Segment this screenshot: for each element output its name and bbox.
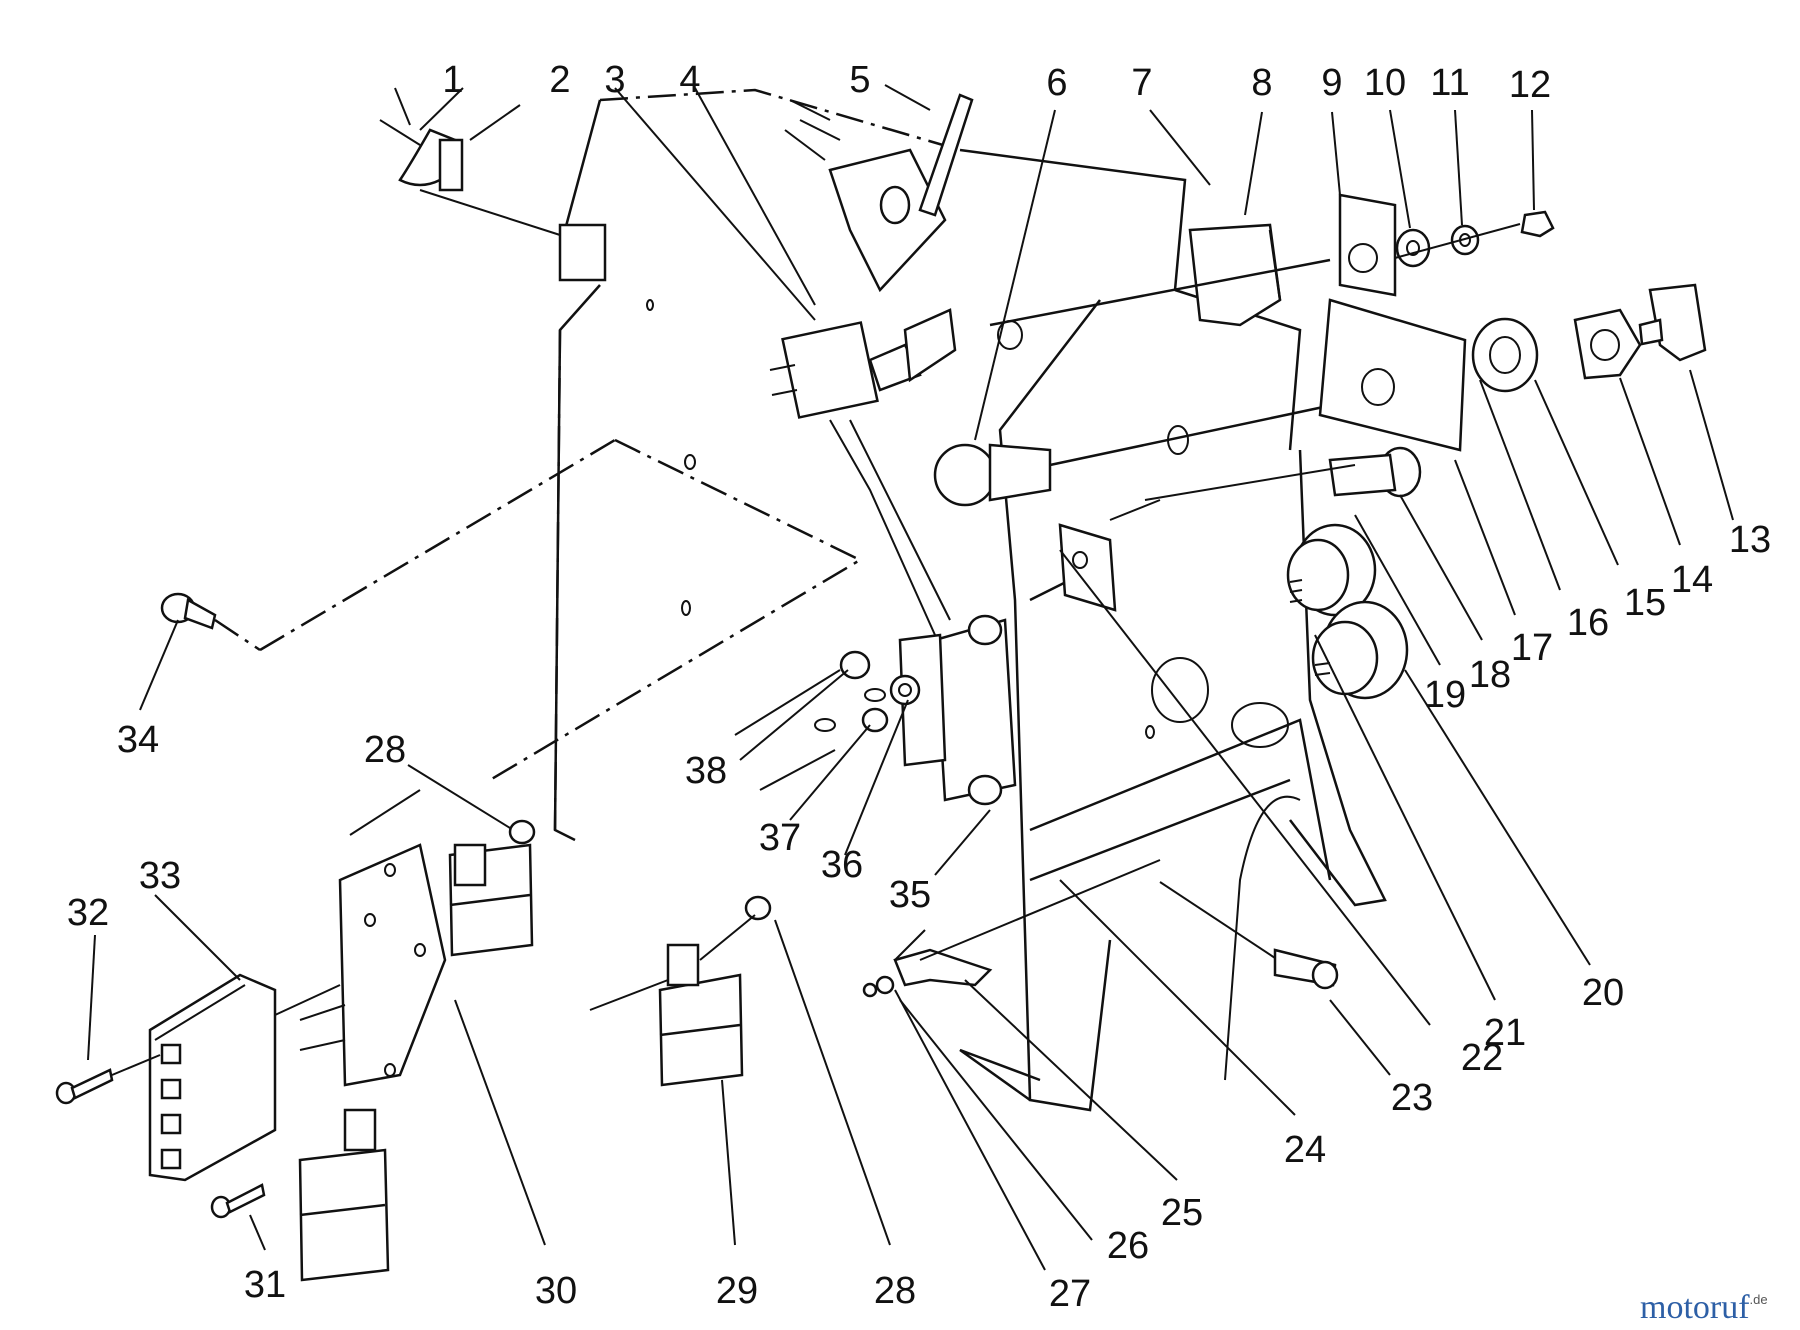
callout-10: 10: [1364, 62, 1406, 104]
callout-38: 38: [685, 750, 727, 792]
bracket-22-part: [1058, 464, 1356, 612]
callout-8: 8: [1251, 62, 1272, 104]
callout-19: 19: [1424, 674, 1466, 716]
callout-14: 14: [1671, 559, 1713, 601]
callout-11: 11: [1430, 62, 1469, 104]
callout-29: 29: [716, 1270, 758, 1312]
mount-plates: [1318, 193, 1467, 452]
callout-15: 15: [1624, 582, 1666, 624]
relay-lower-left: [298, 819, 536, 1282]
callout-9: 9: [1321, 62, 1342, 104]
washer-set-right: [1394, 210, 1555, 268]
callout-4: 4: [679, 59, 700, 101]
callout-37: 37: [759, 817, 801, 859]
callout-22: 22: [1461, 1037, 1503, 1079]
bolt-23-part: [1159, 881, 1339, 990]
callout-17: 17: [1511, 627, 1553, 669]
toggle-switch-part: [784, 93, 974, 293]
leader-lines: [87, 84, 1734, 1271]
small-hardware-mid: [734, 650, 921, 791]
callout-1: 1: [442, 59, 463, 101]
relay-block-part: [989, 223, 1331, 327]
callout-34: 34: [117, 719, 159, 761]
callout-35: 35: [889, 874, 931, 916]
callout-28-lower: 28: [874, 1270, 916, 1312]
callout-30: 30: [535, 1270, 577, 1312]
callout-7: 7: [1131, 62, 1152, 104]
callout-28-upper: 28: [364, 729, 406, 771]
ignition-plug-part: [933, 393, 1381, 507]
callout-24: 24: [1284, 1129, 1326, 1171]
callout-31: 31: [244, 1264, 286, 1306]
lower-hardware: [862, 859, 1161, 998]
watermark-logo: motoruf.de: [1640, 1289, 1768, 1326]
screws-31-32: [55, 1054, 266, 1219]
left-panel: [259, 88, 961, 842]
callout-32: 32: [67, 892, 109, 934]
callout-33: 33: [139, 855, 181, 897]
callout-13: 13: [1729, 519, 1771, 561]
gauge-parts: [1286, 446, 1422, 700]
key-lock-part: [1471, 283, 1707, 393]
callout-25: 25: [1161, 1192, 1203, 1234]
relay-lower-right: [589, 895, 772, 1087]
callout-labels: 1 2 3 4 5 6 7 8 9 10 11 12 13 14 15 16 1…: [67, 59, 1771, 1315]
callout-20: 20: [1582, 972, 1624, 1014]
callout-26: 26: [1107, 1225, 1149, 1267]
callout-5: 5: [849, 59, 870, 101]
callout-16: 16: [1567, 602, 1609, 644]
callout-3: 3: [604, 59, 625, 101]
callout-12: 12: [1509, 64, 1551, 106]
callout-18: 18: [1469, 654, 1511, 696]
watermark-brand: motoruf.de: [1640, 1289, 1768, 1326]
callout-27: 27: [1049, 1273, 1091, 1315]
callout-2: 2: [549, 59, 570, 101]
callout-23: 23: [1391, 1077, 1433, 1119]
clip-part: [379, 104, 561, 236]
fuse-block-33: [148, 973, 341, 1182]
fuse-holder-part: [829, 419, 1017, 806]
callout-6: 6: [1046, 62, 1067, 104]
callout-36: 36: [821, 844, 863, 886]
callout-21: 21: [1484, 1012, 1526, 1054]
relay-bracket-30: [299, 789, 447, 1087]
bolt-34-part: [160, 592, 261, 652]
rocker-switch-part: [769, 308, 957, 419]
